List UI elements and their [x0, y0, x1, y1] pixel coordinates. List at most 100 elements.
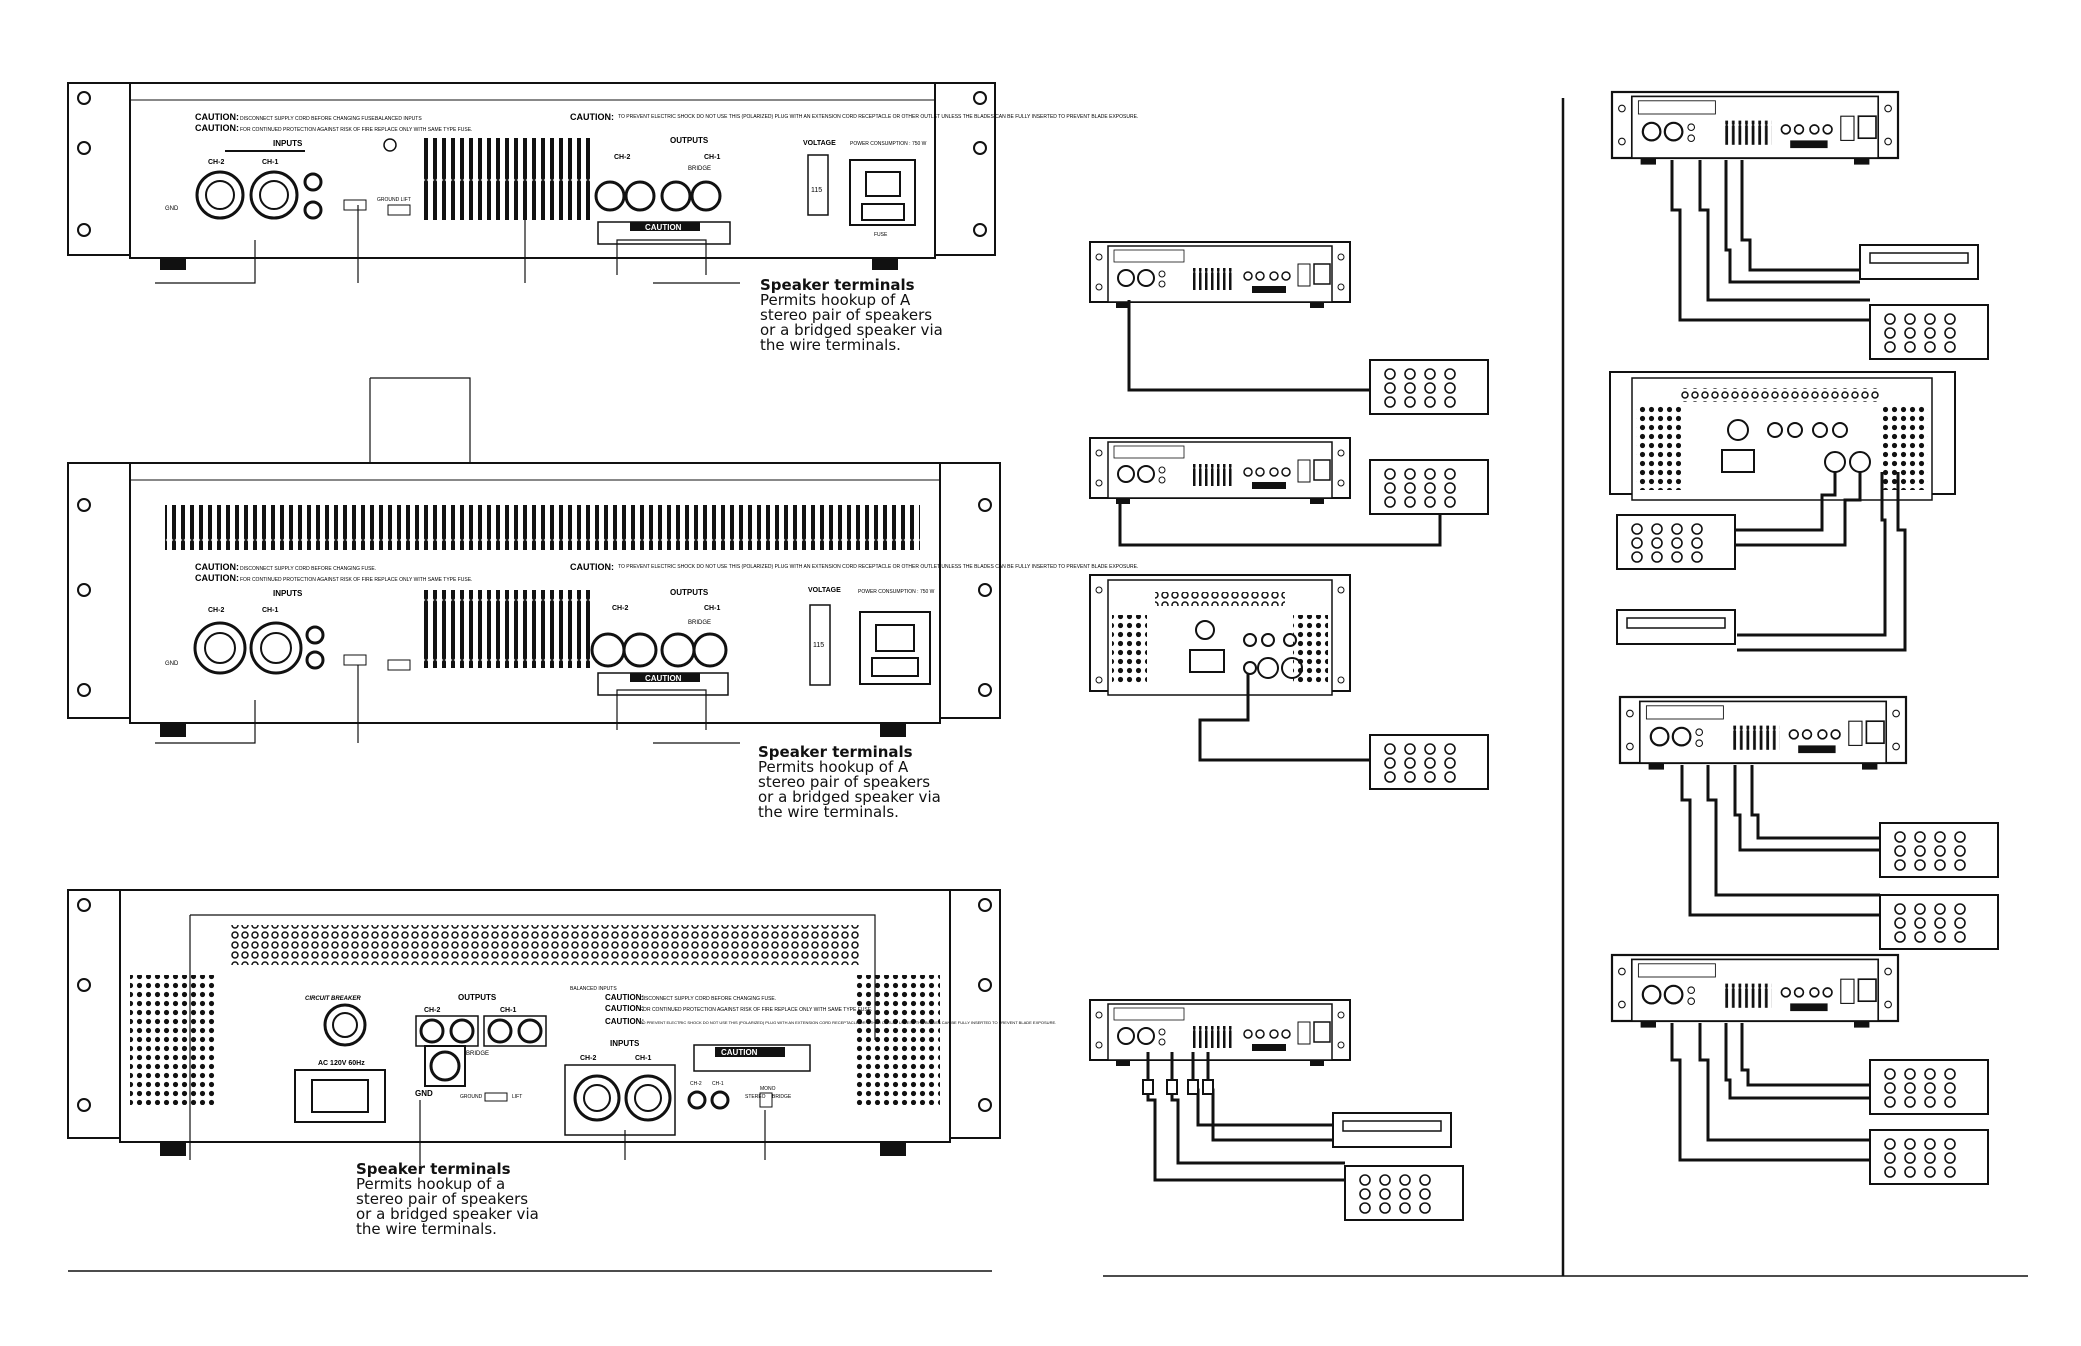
callout-line: the wire terminals.	[356, 1220, 497, 1238]
wiring-example-5	[1610, 90, 1989, 360]
caution-text: FOR CONTINUED PROTECTION AGAINST RISK OF…	[240, 577, 472, 583]
amp-rear-panel-c: CIRCUIT BREAKER AC 120V 60Hz OUTPUTS CH-…	[67, 889, 1056, 1156]
binding-post-icon	[517, 1018, 543, 1044]
gnd-label: GND	[165, 661, 179, 667]
callout-leaders-c	[189, 914, 876, 1165]
ch2-label: CH-2	[580, 1055, 596, 1062]
bridge-label: BRIDGE	[466, 1051, 489, 1057]
rca-ch2-icon	[687, 1090, 707, 1110]
binding-post-icon	[487, 1018, 513, 1044]
bridge-sw-label: BRIDGE	[772, 1094, 792, 1100]
binding-post-icon	[449, 1018, 475, 1044]
mono-label: MONO	[760, 1086, 776, 1092]
inputs-label: INPUTS	[273, 139, 303, 148]
binding-post-icon	[690, 180, 722, 212]
vent-grille	[165, 505, 920, 550]
circuit-breaker-icon	[323, 1003, 367, 1047]
speaker-terminals-callout-a: Speaker terminals Permits hookup of A st…	[760, 278, 943, 353]
speaker-terminals-callout-b: Speaker terminals Permits hookup of A st…	[758, 745, 941, 820]
rca-ch2-icon	[303, 200, 323, 220]
breaker-label: CIRCUIT BREAKER	[305, 996, 361, 1002]
binding-post-icon	[622, 632, 658, 668]
gnd-label: GND	[165, 206, 179, 212]
xlr-ch2-icon	[193, 621, 247, 675]
caution-label: CAUTION:	[195, 562, 239, 572]
out-ch2-label: CH-2	[424, 1007, 440, 1014]
mono-stereo-switch	[343, 199, 367, 211]
callout-line: or a bridged speaker via	[758, 788, 941, 806]
wiring-example-6	[1609, 371, 1956, 652]
xlr-ch1-icon	[249, 170, 299, 220]
xlr-ch2-icon	[573, 1074, 621, 1122]
rca-ch1-label: CH-1	[712, 1081, 724, 1087]
callout-leaders-a	[155, 205, 740, 590]
caution-text: FOR CONTINUED PROTECTION AGAINST RISK OF…	[240, 127, 472, 133]
caution-label: CAUTION:	[605, 1004, 644, 1013]
out-ch1-label: CH-1	[500, 1007, 516, 1014]
wiring-example-2	[1089, 437, 1489, 547]
vent-grille	[420, 138, 590, 220]
rca-ch1-icon	[710, 1090, 730, 1110]
wiring-example-7	[1618, 695, 1999, 950]
lift-label: LIFT	[512, 1094, 522, 1100]
caution-text: DISCONNECT SUPPLY CORD BEFORE CHANGING F…	[640, 996, 776, 1002]
vent-grille	[420, 590, 590, 668]
iec-inlet-icon	[294, 1069, 386, 1123]
ground-lift-label: GROUND LIFT	[377, 197, 411, 203]
xlr-ch2-icon	[195, 170, 245, 220]
callout-title: Speaker terminals	[758, 743, 913, 761]
ground-label: GROUND	[460, 1094, 483, 1100]
speakon-icon	[429, 1050, 461, 1082]
inputs-label: INPUTS	[273, 589, 303, 598]
callout-line: Permits hookup of A	[758, 758, 909, 776]
binding-post-icon	[624, 180, 656, 212]
inputs-label: INPUTS	[610, 1039, 640, 1048]
out-ch2-label: CH-2	[612, 605, 628, 612]
balanced-label: BALANCED INPUTS	[375, 116, 422, 122]
outputs-label: OUTPUTS	[670, 136, 709, 145]
ac-label: AC 120V 60Hz	[318, 1060, 365, 1067]
caution-label: CAUTION:	[605, 993, 644, 1002]
caution-label: CAUTION:	[195, 123, 239, 133]
out-ch2-label: CH-2	[614, 154, 630, 161]
out-ch1-label: CH-1	[704, 154, 720, 161]
caution-label: CAUTION:	[570, 112, 614, 122]
fuse-label: FUSE	[874, 232, 888, 238]
callout-title: Speaker terminals	[356, 1160, 511, 1178]
caution-box: CAUTION	[721, 1048, 758, 1057]
iec-inlet-icon	[859, 611, 931, 685]
callout-title: Speaker terminals	[760, 276, 915, 294]
caution-label: CAUTION:	[605, 1017, 644, 1026]
voltage-label: VOLTAGE	[808, 587, 841, 594]
power-label: POWER CONSUMPTION : 750 W	[858, 589, 935, 595]
iec-inlet-icon	[849, 159, 916, 226]
vent-holes	[230, 925, 860, 965]
callout-leaders-b	[155, 665, 740, 744]
voltage-value: 115	[813, 642, 824, 649]
rca-ch2-label: CH-2	[690, 1081, 702, 1087]
caution-box: CAUTION	[645, 223, 682, 232]
callout-line: stereo pair of speakers	[758, 773, 931, 791]
balanced-label: BALANCED INPUTS	[570, 986, 617, 992]
gnd-label: GND	[415, 1089, 433, 1098]
bridge-label: BRIDGE	[688, 166, 711, 172]
wiring-example-8	[1610, 953, 1989, 1185]
voltage-label: VOLTAGE	[803, 140, 836, 147]
caution-text: DISCONNECT SUPPLY CORD BEFORE CHANGING F…	[240, 116, 376, 122]
caution-text: FOR CONTINUED PROTECTION AGAINST RISK OF…	[640, 1007, 872, 1013]
ch1-label: CH-1	[635, 1055, 651, 1062]
xlr-ch1-icon	[624, 1074, 672, 1122]
binding-post-icon	[692, 632, 728, 668]
ground-lift-switch	[387, 204, 411, 216]
ch1-label: CH-1	[262, 159, 278, 166]
caution-text: DISCONNECT SUPPLY CORD BEFORE CHANGING F…	[240, 566, 376, 572]
outputs-label: OUTPUTS	[458, 993, 497, 1002]
callout-line: or a bridged speaker via	[356, 1205, 539, 1223]
wiring-example-4	[1089, 999, 1464, 1221]
callout-line: stereo pair of speakers	[760, 306, 933, 324]
fan-grille-left	[130, 975, 215, 1105]
callout-line: or a bridged speaker via	[760, 321, 943, 339]
callout-line: Permits hookup of A	[760, 291, 911, 309]
bridge-label: BRIDGE	[688, 620, 711, 626]
